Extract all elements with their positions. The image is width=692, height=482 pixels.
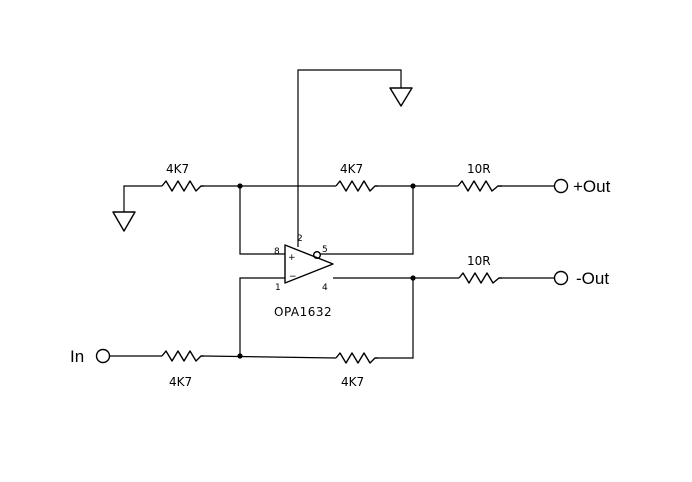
wire-top-input-ground <box>123 185 162 212</box>
label-r-fb-top: 4K7 <box>340 162 363 176</box>
terminal-out-neg-icon[interactable] <box>553 270 569 286</box>
label-r-out-top: 10R <box>467 162 491 176</box>
opamp-triangle-icon <box>284 244 334 284</box>
junction-dot <box>237 353 243 359</box>
terminal-out-pos-label: +Out <box>573 177 611 196</box>
label-r-fb-bot: 4K7 <box>341 375 364 389</box>
resistor-r-fb-bot <box>335 352 378 364</box>
ground-icon <box>112 211 136 232</box>
label-r-out-bot: 10R <box>467 254 491 268</box>
resistors <box>161 180 502 364</box>
terminal-out-pos[interactable]: +Out <box>553 177 611 196</box>
opamp-output-bubble-icon <box>313 250 322 259</box>
terminal-in[interactable]: In <box>70 347 111 366</box>
wire-top-noninv <box>239 186 285 255</box>
terminal-out-neg-label: -Out <box>576 269 609 288</box>
resistor-r-fb-top <box>335 180 378 192</box>
resistor-r-in-top <box>161 180 204 192</box>
opamp-plus-sign: + <box>288 253 296 263</box>
ground-icon <box>389 87 413 107</box>
resistor-r-out-top <box>457 180 502 192</box>
pin-label-out-neg-fb: 5 <box>322 245 328 255</box>
terminal-out-neg[interactable]: -Out <box>553 269 610 288</box>
junction-dot <box>237 183 243 189</box>
resistor-r-out-bot <box>458 272 502 284</box>
opamp-part-label: OPA1632 <box>274 305 332 319</box>
opamp: + − 8 1 2 5 4 OPA1632 <box>274 234 334 319</box>
wire-bot-inv <box>239 277 285 356</box>
resistor-r-in-bot <box>161 350 204 362</box>
pin-label-inv: 1 <box>275 283 281 293</box>
pin-label-vocm: 2 <box>297 234 303 244</box>
terminal-out-pos-icon[interactable] <box>553 178 569 194</box>
pin-label-out: 4 <box>322 283 328 293</box>
wire-top-fb-return <box>324 186 414 255</box>
pin-label-noninv: 8 <box>274 247 280 257</box>
label-r-in-bot: 4K7 <box>169 375 192 389</box>
wire-bot-mid <box>203 355 337 359</box>
wire-bot-fb-return <box>378 278 414 359</box>
wires <box>110 69 555 359</box>
junction-dot <box>410 183 416 189</box>
junctions <box>237 183 416 359</box>
terminal-in-icon[interactable] <box>95 348 111 364</box>
terminal-in-label: In <box>70 347 84 366</box>
label-r-in-top: 4K7 <box>166 162 189 176</box>
opamp-minus-sign: − <box>289 272 297 282</box>
junction-dot <box>410 275 416 281</box>
wire-vocm-ground <box>297 69 402 247</box>
